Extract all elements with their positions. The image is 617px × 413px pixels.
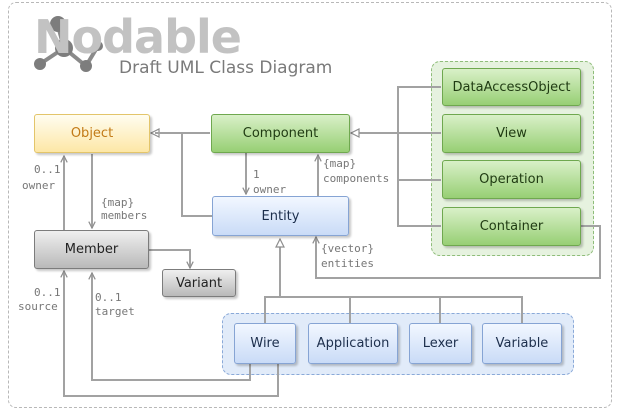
components-role-label: components: [323, 172, 389, 185]
entity-class[interactable]: Entity: [212, 196, 349, 236]
container-component-generalization: [397, 180, 441, 227]
object-class[interactable]: Object: [34, 114, 150, 153]
member-class[interactable]: Member: [34, 230, 149, 269]
container-entities-association: [316, 225, 601, 279]
entities-generalization-bar: [264, 296, 523, 323]
nodable-logo: Nodable: [18, 6, 242, 76]
operation-component-generalization: [397, 133, 441, 181]
container-class[interactable]: Container: [442, 207, 581, 246]
diagram-frame: [8, 2, 612, 408]
member-variant-association: [149, 249, 190, 268]
variable-class[interactable]: Variable: [482, 323, 562, 364]
members-type-label: {map}: [101, 196, 134, 209]
data-access-object-class[interactable]: DataAccessObject: [442, 68, 581, 106]
components-type-label: {map}: [323, 157, 356, 170]
wire-source-association: [64, 271, 279, 397]
wire-class[interactable]: Wire: [234, 323, 296, 364]
target-multiplicity-label: 0..1: [95, 291, 122, 304]
entities-role-label: entities: [321, 257, 374, 270]
entity-object-generalization: [155, 132, 212, 217]
members-role-label: members: [101, 209, 147, 222]
source-role-label: source: [18, 300, 58, 313]
wire-target-association: [92, 273, 251, 381]
owner-role-label: owner: [22, 179, 55, 192]
operation-class[interactable]: Operation: [442, 160, 581, 199]
variant-class[interactable]: Variant: [162, 269, 236, 297]
entities-type-label: {vector}: [321, 242, 374, 255]
node-graph-icon: [34, 16, 103, 72]
application-class[interactable]: Application: [308, 323, 398, 364]
entity-owner-role-label: owner: [253, 183, 286, 196]
lexer-class[interactable]: Lexer: [409, 323, 472, 364]
diagram-subtitle: Draft UML Class Diagram: [119, 58, 333, 78]
view-class[interactable]: View: [442, 114, 581, 153]
target-role-label: target: [95, 305, 135, 318]
owner-multiplicity-label: 0..1: [34, 163, 61, 176]
entity-owner-multiplicity-label: 1: [253, 168, 260, 181]
component-class[interactable]: Component: [211, 114, 350, 153]
logo-text: Nodable: [34, 10, 242, 64]
dao-component-generalization: [351, 86, 441, 133]
source-multiplicity-label: 0..1: [34, 286, 61, 299]
